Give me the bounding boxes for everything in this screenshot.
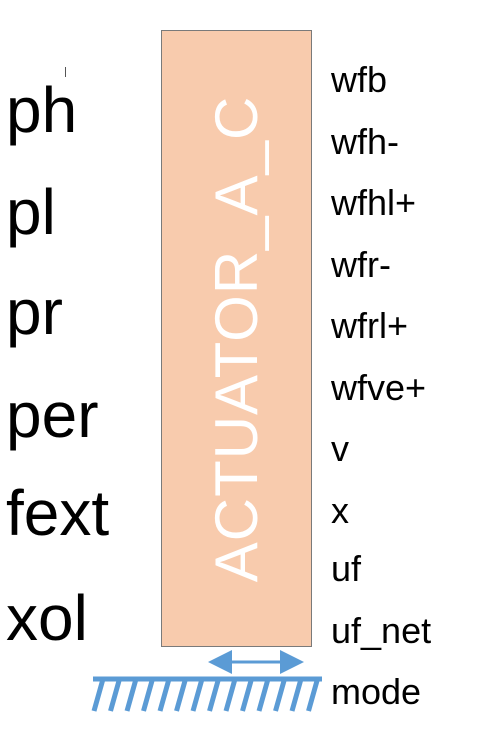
output-label-wfb: wfb [331, 59, 388, 100]
input-label-per: per [6, 379, 99, 451]
ground-hatch-mark [157, 678, 172, 712]
ground-hatch-mark [306, 678, 320, 712]
input-label-pr: pr [6, 276, 63, 348]
ground-hatch-mark [108, 678, 122, 712]
output-label-wfrl-plus: wfrl+ [331, 305, 409, 346]
ground-hatch-mark [141, 678, 155, 712]
ground-hatch-mark [289, 678, 304, 712]
ground-hatch-mark [124, 678, 139, 712]
output-label-uf: uf [331, 548, 362, 589]
output-label-v: v [331, 428, 349, 469]
output-label-mode: mode [331, 671, 422, 712]
text-cursor-mark [65, 67, 66, 77]
ground-hatch-mark [223, 678, 238, 712]
input-label-ph: ph [6, 74, 78, 146]
hatched-ground-icon [91, 676, 322, 712]
ground-hatch-mark [91, 678, 106, 712]
output-label-wfh-minus: wfh- [331, 121, 400, 162]
ground-hatch-mark [273, 678, 287, 712]
output-label-wfve-plus: wfve+ [331, 367, 427, 408]
ground-hatch-mark [240, 678, 254, 712]
ground-hatch-mark [174, 678, 188, 712]
actuator-block: ACTUATOR_A_C [161, 30, 312, 647]
ground-hatch-mark [207, 678, 221, 712]
output-label-x: x [331, 490, 349, 531]
output-label-uf-net: uf_net [331, 610, 432, 651]
output-label-wfhl-plus: wfhl+ [331, 182, 417, 223]
output-label-wfr-minus: wfr- [331, 244, 391, 285]
input-label-fext: fext [6, 477, 110, 549]
ground-hatch-mark [256, 678, 271, 712]
input-label-xol: xol [6, 582, 88, 654]
input-label-pl: pl [6, 176, 56, 248]
ground-hatch-mark [190, 678, 205, 712]
